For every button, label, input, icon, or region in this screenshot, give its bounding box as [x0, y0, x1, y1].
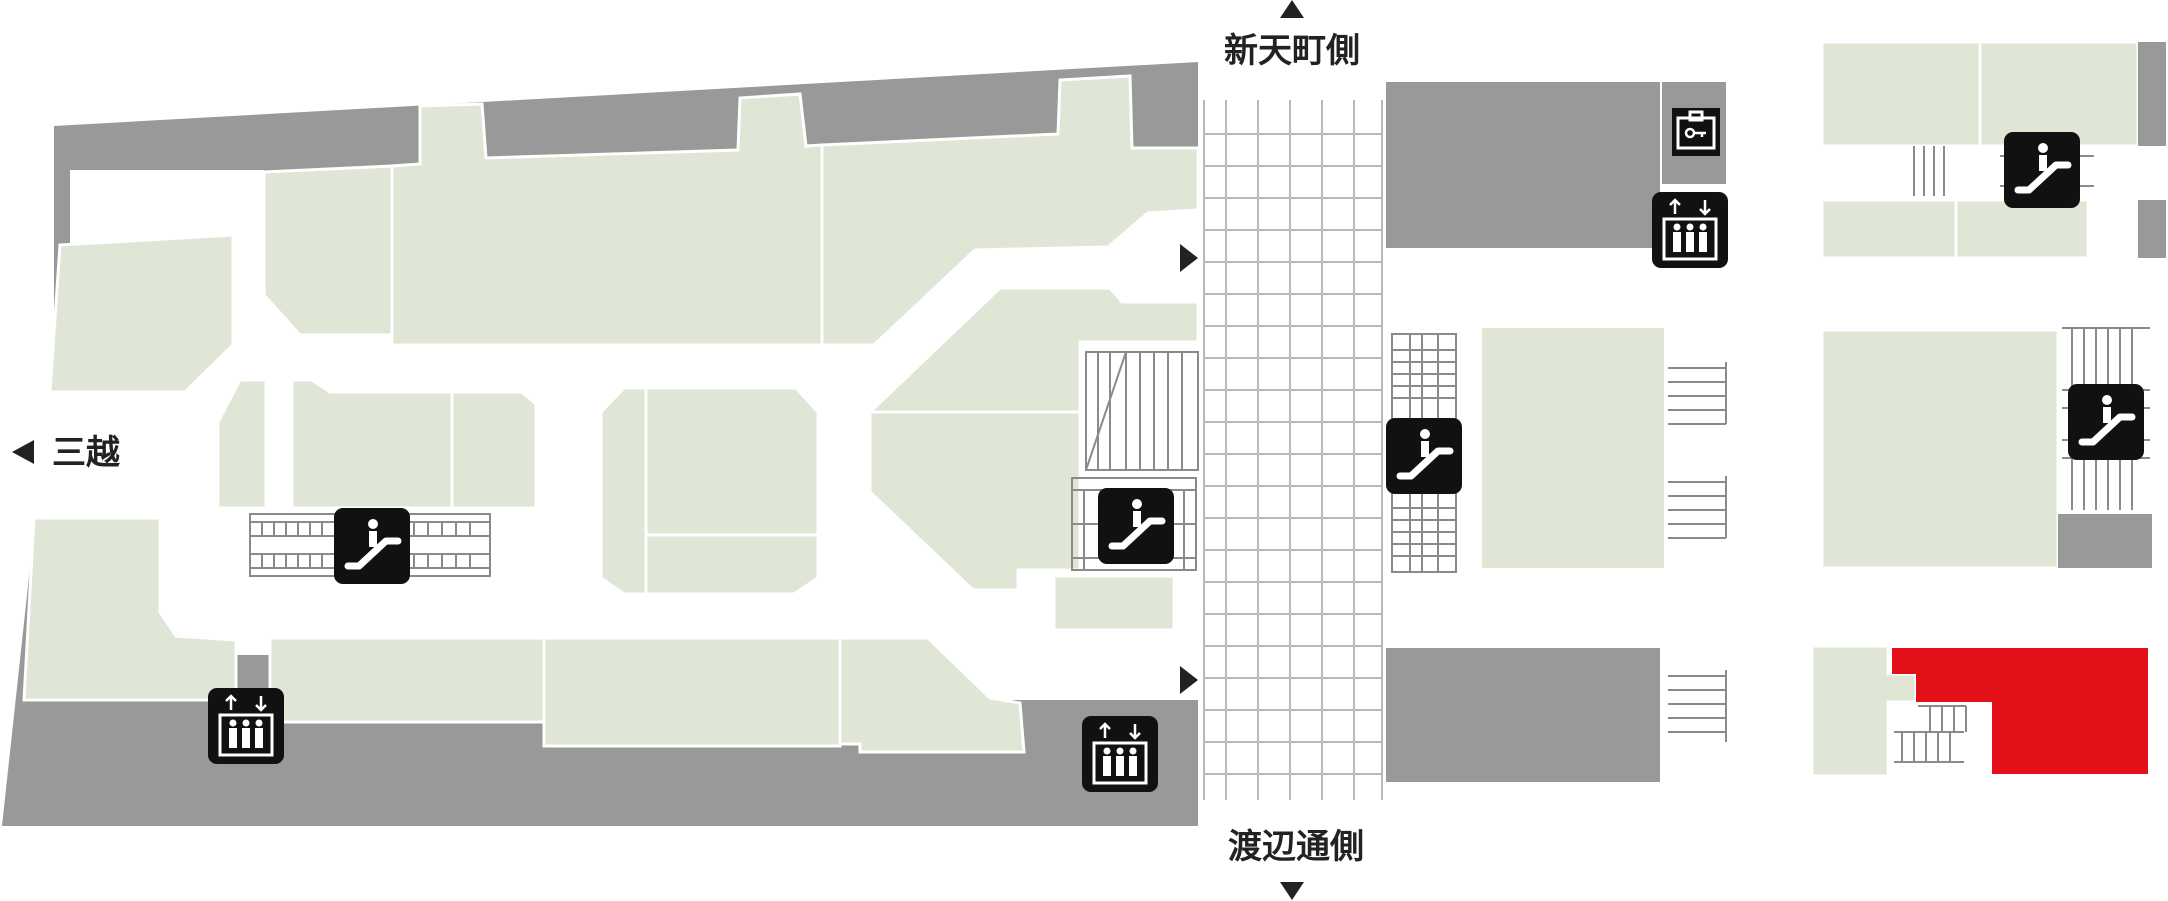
stairs-mid: [1668, 362, 1727, 742]
shop-r-1: [1820, 40, 1982, 148]
escalator-icon: [1386, 418, 1462, 494]
escalator-icon: [1098, 488, 1174, 564]
arrow-east-lower-icon: [1180, 666, 1198, 694]
shop-r-4: [1954, 198, 2090, 260]
elevator-icon: [1082, 716, 1158, 792]
west-side-label: 三越: [52, 433, 121, 473]
arrow-north-icon: [1280, 0, 1304, 18]
shop-w-3: [450, 390, 538, 510]
back-area-r-2: [2138, 200, 2166, 258]
stairs-east: [1085, 351, 1199, 471]
highlighted-shop: [1892, 648, 2148, 774]
shop-e-1: [866, 286, 1200, 414]
back-area-mid-north: [1386, 82, 1660, 248]
shop-w-1: [216, 378, 268, 510]
shop-c-1: [599, 386, 648, 596]
shop-nw-1: [48, 233, 235, 394]
escalator-icon: [2068, 384, 2144, 460]
arrow-east-upper-icon: [1180, 244, 1198, 272]
arrow-west-icon: [12, 440, 34, 464]
shop-n-3: [820, 74, 1200, 347]
elevator-icon: [1652, 192, 1728, 268]
shop-c-3: [644, 533, 820, 596]
shop-e-2: [868, 410, 1082, 592]
back-area-r-3: [2058, 514, 2152, 568]
back-area-r-1: [2138, 42, 2166, 146]
coin-locker-icon: [1672, 108, 1720, 156]
shop-e-3: [1052, 574, 1176, 632]
shop-n-1: [262, 164, 394, 337]
escalator-icon: [2004, 132, 2080, 208]
shop-w-2: [290, 378, 454, 510]
back-area-mid-south: [1386, 648, 1660, 782]
shop-s-3: [838, 636, 1026, 754]
arrow-south-icon: [1280, 882, 1304, 900]
north-side-label: 新天町側: [1224, 31, 1360, 71]
street: [1200, 60, 1386, 800]
south-side-label: 渡辺通側: [1228, 827, 1364, 867]
elevator-icon: [208, 688, 284, 764]
shop-s-2: [542, 636, 842, 748]
shop-sw-1: [22, 516, 238, 702]
shop-mid-1: [1482, 328, 1664, 568]
escalator-icon: [334, 508, 410, 584]
shop-r-3: [1820, 198, 1958, 260]
shop-c-2: [644, 386, 820, 537]
shop-s-1: [268, 636, 546, 724]
shop-r-5: [1820, 328, 2060, 570]
shop-r-2: [1978, 40, 2140, 148]
street-grid: [1203, 100, 1383, 800]
